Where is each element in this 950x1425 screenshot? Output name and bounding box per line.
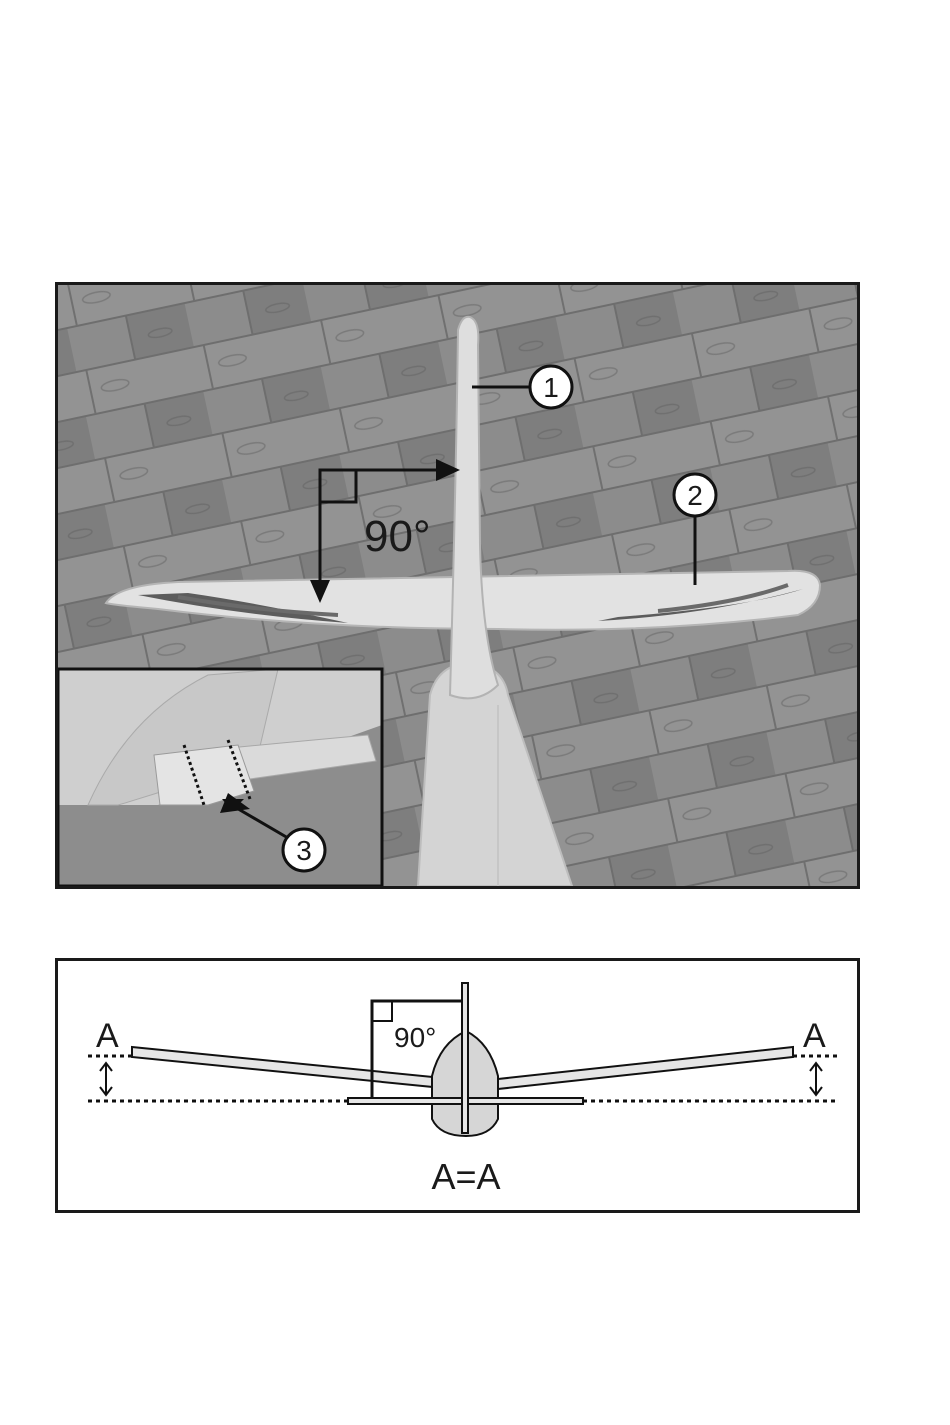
left-wing [132, 1047, 453, 1089]
diagram-angle-label: 90° [394, 1022, 436, 1053]
tail-alignment-diagram: 90° A A A=A [58, 961, 857, 1210]
photo-illustration: 90° 1 2 3 [58, 285, 857, 886]
equation-label: A=A [431, 1156, 500, 1197]
callout-3-label: 3 [296, 835, 312, 866]
left-height-arrow [100, 1063, 112, 1095]
photo-panel: 90° 1 2 3 [55, 282, 860, 889]
inset-photo: 3 [58, 669, 382, 886]
right-wing [498, 1047, 793, 1089]
callout-2-label: 2 [687, 480, 703, 511]
diagram-panel: 90° A A A=A [55, 958, 860, 1213]
vertical-fin-section [462, 983, 468, 1133]
angle-label: 90° [364, 512, 431, 561]
right-angle-marker-diagram [372, 1001, 392, 1021]
right-a-label: A [803, 1017, 826, 1055]
left-a-label: A [96, 1017, 119, 1055]
right-height-arrow [810, 1063, 822, 1095]
callout-1-label: 1 [543, 372, 559, 403]
